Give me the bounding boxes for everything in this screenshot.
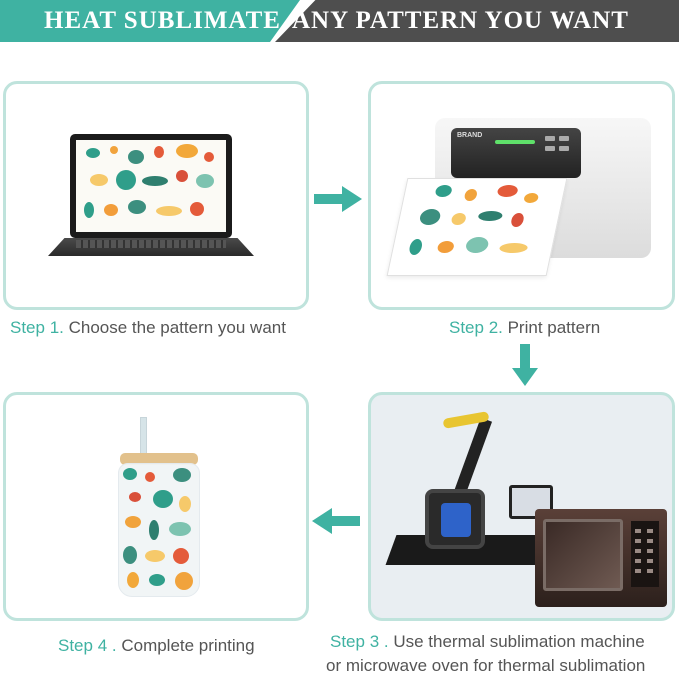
laptop-keyboard <box>76 240 226 248</box>
mug-in-press <box>441 503 471 537</box>
printer-led <box>495 140 535 144</box>
heat-press-scene <box>385 409 667 609</box>
printer-button <box>545 136 555 141</box>
step-1-panel <box>3 81 309 310</box>
step-2-number: Step 2. <box>449 318 503 337</box>
bamboo-lid <box>120 453 198 465</box>
printed-glass-can <box>118 463 200 597</box>
printer-button <box>559 146 569 151</box>
glass-straw <box>140 417 147 457</box>
glass-can-illustration <box>116 417 200 597</box>
banner-left-band <box>0 0 300 42</box>
banner-title-left: HEAT SUBLIMATE <box>44 7 281 34</box>
laptop-screen <box>70 134 232 238</box>
arrow-left-icon <box>312 508 360 534</box>
step-3-panel <box>368 392 675 621</box>
step-2-text: Print pattern <box>502 318 601 337</box>
step-4-panel <box>3 392 309 621</box>
banner: HEAT SUBLIMATE ANY PATTERN YOU WANT <box>0 0 679 42</box>
step-3-caption-line2: or microwave oven for thermal sublimatio… <box>326 656 646 675</box>
microwave-oven <box>535 509 667 607</box>
arrow-right-icon <box>314 186 362 212</box>
printer-button <box>559 136 569 141</box>
step-3-number: Step 3 . <box>330 632 389 651</box>
microwave-keypad <box>631 521 659 587</box>
laptop-illustration <box>48 134 258 260</box>
printer-button <box>545 146 555 151</box>
arrow-down-icon <box>512 344 538 386</box>
microwave-door <box>543 519 623 591</box>
pattern-display <box>76 140 226 232</box>
step-3-text: Use thermal sublimation machine <box>388 632 645 651</box>
banner-right-band <box>275 0 679 42</box>
step-1-caption: Step 1. Choose the pattern you want <box>10 318 286 338</box>
step-3-caption: Step 3 . Use thermal sublimation machine <box>330 632 645 652</box>
printed-pattern-sheet <box>386 178 568 276</box>
step-2-panel: BRAND <box>368 81 675 310</box>
step-4-number: Step 4 . <box>58 636 117 655</box>
step-2-caption: Step 2. Print pattern <box>449 318 600 338</box>
printer-illustration: BRAND <box>386 110 655 280</box>
step-4-text: Complete printing <box>116 636 255 655</box>
step-1-text: Choose the pattern you want <box>63 318 286 337</box>
banner-title-right: ANY PATTERN YOU WANT <box>292 7 629 34</box>
printer-brand: BRAND <box>457 132 483 139</box>
step-1-number: Step 1. <box>10 318 64 337</box>
step-4-caption: Step 4 . Complete printing <box>58 636 255 656</box>
